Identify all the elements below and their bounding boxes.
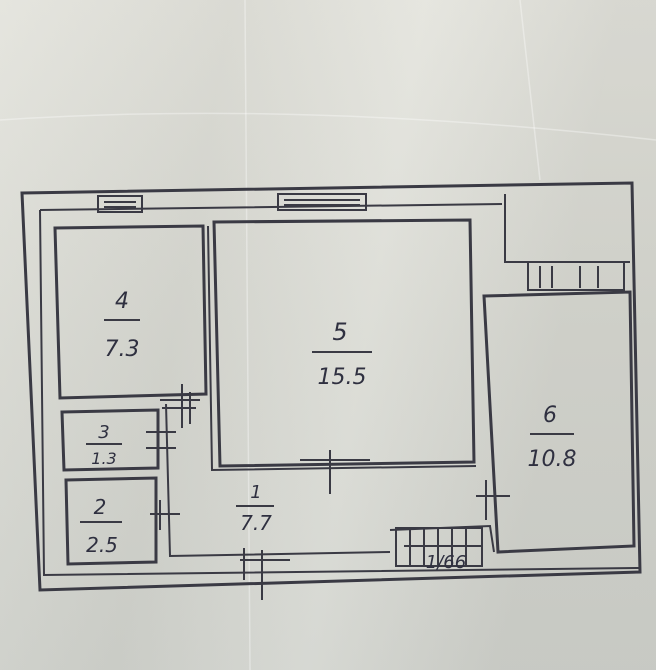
room-number: 1 xyxy=(250,482,261,503)
room-number: 6 xyxy=(543,403,557,428)
room-number: 3 xyxy=(98,422,109,443)
room-area: 10.8 xyxy=(528,447,577,472)
room-5-walls xyxy=(212,218,476,468)
room-number: 4 xyxy=(115,289,129,314)
room-3-walls xyxy=(60,408,160,472)
window xyxy=(277,193,367,211)
room-label-3: 3 1.3 xyxy=(86,422,122,468)
paper-crease xyxy=(0,112,656,141)
outer-wall xyxy=(20,181,642,592)
room-6-walls xyxy=(482,290,636,554)
room-label-2: 2 2.5 xyxy=(80,495,122,557)
room-4-walls xyxy=(53,224,208,400)
room-number: 5 xyxy=(332,318,347,346)
room-area: 7.7 xyxy=(240,511,272,535)
window xyxy=(527,261,625,291)
room-label-1: 1 7.7 xyxy=(236,482,274,535)
room-area: 1.3 xyxy=(91,449,116,468)
paper-crease xyxy=(519,0,541,181)
door-marks xyxy=(146,384,510,600)
room-area: 2.5 xyxy=(86,533,118,557)
room-area: 15.5 xyxy=(318,365,367,390)
room-5-outer-line xyxy=(207,225,477,472)
paper-crease xyxy=(244,0,251,670)
stairs xyxy=(395,527,483,567)
stair-label: 1/66 xyxy=(426,552,466,573)
window xyxy=(97,195,143,213)
room-area: 7.3 xyxy=(105,337,140,362)
room-label-5: 5 15.5 xyxy=(312,318,372,390)
room-label-4: 4 7.3 xyxy=(104,289,140,362)
room-2-walls xyxy=(64,476,158,566)
room-label-6: 6 10.8 xyxy=(528,403,577,472)
room-number: 2 xyxy=(94,495,107,519)
